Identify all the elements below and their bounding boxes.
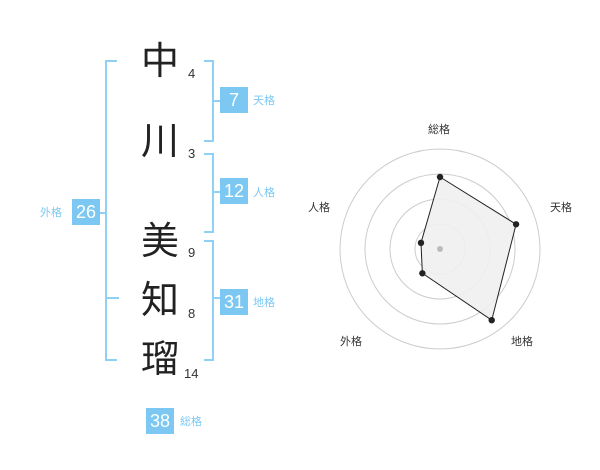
radar-axis-label: 総格: [428, 123, 450, 136]
radar-series-polygon: [420, 176, 517, 322]
chikaku-connector: [212, 297, 220, 299]
tenkaku-label: 天格: [253, 94, 275, 107]
radar-axis-label: 人格: [308, 201, 330, 214]
name-char-1: 中: [140, 39, 179, 83]
soukaku-value: 38: [146, 408, 174, 434]
gaikaku-bracket-tick: [95, 212, 105, 214]
gaikaku-bracket-mid: [107, 297, 119, 299]
chikaku-bracket: [204, 240, 214, 361]
jinkaku-value: 12: [220, 178, 248, 204]
stroke-count-3: 9: [188, 245, 196, 260]
radar-center-point: [437, 246, 443, 252]
radar-axis-label: 天格: [550, 201, 572, 214]
stroke-count-2: 3: [188, 146, 196, 161]
radar-grid-ring: [339, 148, 541, 350]
name-char-3: 美: [140, 219, 179, 263]
radar-point-4: [419, 270, 426, 277]
soukaku-label: 総格: [180, 415, 202, 428]
jinkaku-bracket: [204, 153, 214, 233]
chikaku-label: 地格: [253, 296, 275, 309]
gaikaku-label: 外格: [40, 206, 62, 219]
name-char-5: 瑠: [140, 337, 179, 381]
name-char-2: 川: [140, 119, 179, 163]
gaikaku-bracket: [105, 60, 117, 361]
radar-axis-label: 地格: [511, 335, 533, 348]
radar-point-1: [436, 173, 444, 181]
name-char-4: 知: [140, 278, 179, 322]
stroke-count-5: 14: [184, 366, 199, 381]
tenkaku-value: 7: [220, 87, 248, 113]
radar-point-5: [417, 239, 425, 247]
tenkaku-connector: [212, 100, 220, 102]
radar-axis-label: 外格: [340, 335, 362, 348]
stroke-count-1: 4: [188, 66, 196, 81]
stroke-count-4: 8: [188, 306, 196, 321]
radar-point-3: [488, 316, 495, 324]
radar-point-2: [512, 221, 520, 228]
jinkaku-label: 人格: [253, 186, 275, 199]
gaikaku-value: 26: [72, 199, 100, 225]
jinkaku-connector: [212, 191, 220, 193]
chikaku-value: 31: [220, 289, 248, 315]
